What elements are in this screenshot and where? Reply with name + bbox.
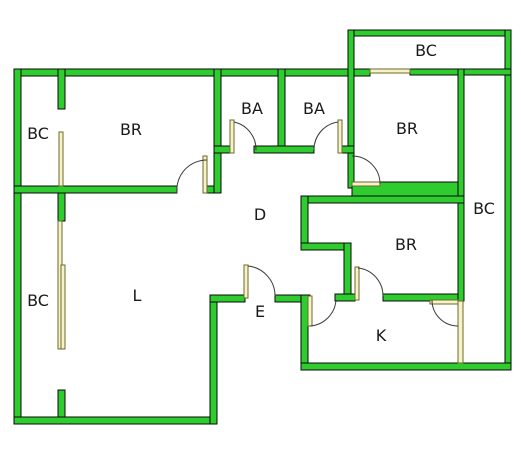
- room-label-d: D: [253, 205, 267, 224]
- room-label-ba-left: BA: [241, 99, 263, 118]
- door-arc-entry: [247, 265, 276, 297]
- room-label-br-top-right: BR: [395, 119, 419, 138]
- window-left-upper: [58, 131, 64, 187]
- room-label-bc-top: BC: [415, 41, 437, 60]
- door-arc-kitchen-left: [309, 299, 337, 327]
- room-label-bc-left-lower: BC: [27, 291, 49, 310]
- door-arc-br-middle: [357, 267, 384, 297]
- wall-balcony-top: [347, 29, 512, 37]
- door-br-top-right: [351, 181, 381, 187]
- wall-midbr-left-upper: [300, 195, 309, 250]
- wall-living-right: [209, 294, 218, 425]
- door-br-middle: [354, 266, 360, 301]
- room-label-ba-right: BA: [303, 99, 325, 118]
- door-arc-br-top-right: [351, 155, 381, 185]
- room-label-br-middle: BR: [394, 235, 418, 254]
- door-kitchen-left: [307, 295, 313, 327]
- room-label-bc-left-upper: BC: [27, 124, 49, 143]
- wall-left-inner-top: [57, 68, 66, 110]
- wall-balcony-left: [347, 29, 355, 189]
- wall-midbr-left-lower: [343, 242, 352, 301]
- wall-ba-left: [213, 68, 222, 194]
- window-left-lower-b: [60, 264, 66, 350]
- door-kitchen-right: [429, 299, 459, 305]
- walls: [13, 29, 512, 425]
- doors: [176, 119, 459, 327]
- room-label-br-top-left: BR: [119, 120, 143, 139]
- door-arc-br-top-left: [176, 159, 208, 194]
- wall-right-outer: [504, 29, 512, 371]
- wall-midbr-top: [300, 195, 465, 204]
- wall-kitchen-top: [334, 293, 356, 302]
- door-arc-ba-left: [233, 121, 257, 151]
- wall-entry-left: [209, 294, 246, 303]
- wall-kitchen-left: [300, 294, 309, 371]
- windows: [57, 68, 464, 364]
- wall-bottom-left: [13, 416, 218, 425]
- wall-br-bottom: [13, 185, 178, 194]
- wall-ba-divider: [277, 68, 286, 153]
- door-ba-right: [337, 119, 343, 154]
- room-label-e: E: [254, 302, 266, 321]
- door-ba-left: [229, 119, 235, 154]
- room-label-k: K: [375, 326, 387, 345]
- room-label-bc-right: BC: [473, 199, 495, 218]
- wall-kitchen-bottom: [300, 362, 512, 371]
- window-balcony-top: [369, 68, 411, 74]
- room-label-l: L: [132, 286, 142, 305]
- window-right-kitchen: [457, 300, 464, 364]
- door-arc-ba-right: [313, 121, 339, 151]
- wall-midbr-bottom: [382, 293, 459, 302]
- wall-left-outer: [13, 68, 22, 425]
- wall-ba-bottom-b: [253, 145, 315, 154]
- wall-right-balcony-inner: [457, 68, 465, 302]
- door-arc-kitchen-right: [431, 299, 459, 327]
- wall-top-left: [13, 68, 371, 77]
- door-entry: [243, 264, 249, 299]
- door-br-top-left: [202, 155, 208, 194]
